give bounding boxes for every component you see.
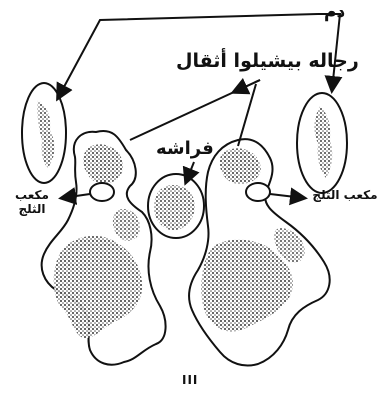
- label-ice-cube-right: مكعب الثلج: [310, 188, 380, 202]
- left-oval: [22, 83, 66, 183]
- label-ice-cube-left: مكعب الثلج: [2, 188, 62, 216]
- right-oval: [297, 93, 347, 193]
- label-legs: رجاله بيشيلوا أثقال: [176, 52, 359, 71]
- figure-number: III: [182, 374, 198, 386]
- center-oval: [148, 174, 204, 238]
- label-blood: دم: [324, 4, 345, 21]
- label-butterfly: فراشه: [156, 140, 214, 158]
